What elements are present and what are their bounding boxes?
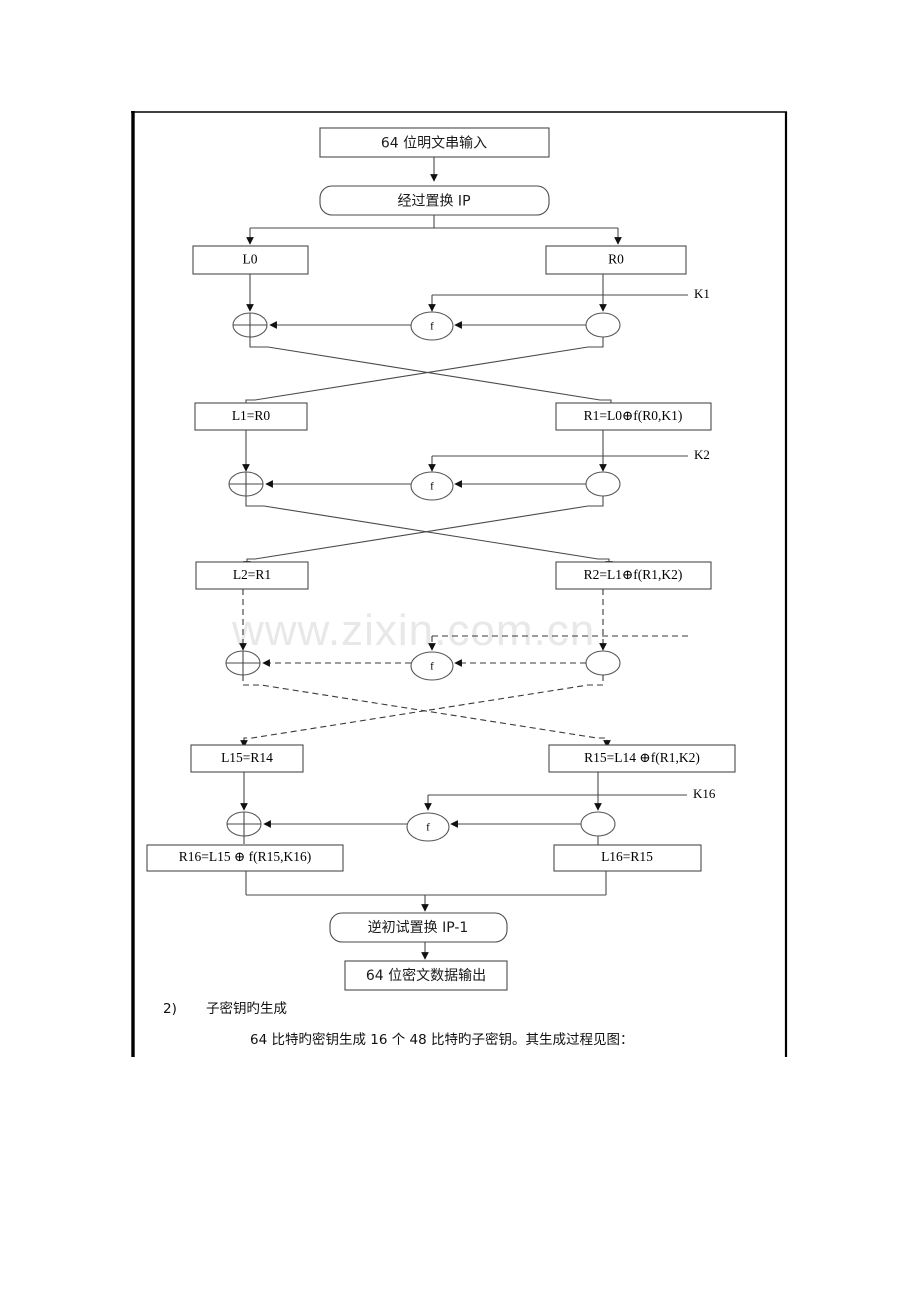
- node-input-label: 64 位明文串输入: [381, 136, 487, 152]
- node-r0-box: [545, 245, 687, 275]
- crossover-2: [243, 496, 613, 569]
- crossover-3-dashed: [240, 675, 611, 748]
- xor-node-3: [225, 650, 261, 676]
- node-r1-box: [555, 402, 712, 431]
- xor-node-16: [226, 811, 262, 844]
- f-node-3-label: f: [430, 661, 434, 673]
- split-node-3: [585, 650, 621, 676]
- edge-ip-split: [246, 215, 622, 245]
- section-number: 2): [163, 1001, 177, 1017]
- xor-node-2: [228, 471, 264, 497]
- key-label-k1: K1: [694, 286, 710, 301]
- edge-merge-to-ipinv: [245, 871, 607, 912]
- crossover-1: [242, 337, 615, 412]
- page-frame: [131, 111, 788, 1057]
- edge-k2: [428, 455, 688, 472]
- node-l16-box: [553, 844, 702, 872]
- node-r16-box: [146, 844, 344, 872]
- node-l15-box: [190, 744, 304, 773]
- node-r2-box: [555, 561, 712, 590]
- f-node-16-label: f: [426, 822, 430, 834]
- node-l15-label: L15=R14: [221, 750, 273, 765]
- f-node-1: f: [410, 311, 454, 341]
- node-r15-label: R15=L14 ⊕f(R1,K2): [584, 750, 700, 765]
- node-r1-label: R1=L0⊕f(R0,K1): [584, 408, 683, 423]
- section-body: 64 比特旳密钥生成 16 个 48 比特旳子密钥。其生成过程见图：: [250, 1031, 634, 1048]
- watermark: www.zixin.com.cn: [231, 606, 595, 655]
- section-title: 子密钥旳生成: [206, 1000, 287, 1017]
- node-output-box: [344, 960, 508, 991]
- node-l1-box: [194, 402, 308, 431]
- node-ip-label: 经过置换 IP: [397, 193, 470, 210]
- node-l0-box: [192, 245, 309, 275]
- node-output-label: 64 位密文数据输出: [366, 967, 486, 984]
- edge-k16: [424, 794, 687, 811]
- split-node-2: [585, 471, 621, 497]
- node-r15-box: [548, 744, 736, 773]
- node-ip-inverse-box: [329, 912, 508, 943]
- node-l1-label: L1=R0: [232, 408, 271, 423]
- node-l2-box: [195, 561, 309, 590]
- node-r0-label: R0: [608, 252, 624, 267]
- edge-k1: [428, 294, 688, 312]
- node-l0-label: L0: [243, 252, 258, 267]
- f-node-16: f: [406, 812, 450, 842]
- node-ip-inverse-label: 逆初试置换 IP-1: [368, 919, 469, 936]
- f-node-2: f: [410, 471, 454, 501]
- f-node-3: f: [410, 651, 454, 681]
- f-node-1-label: f: [430, 321, 434, 333]
- f-node-2-label: f: [430, 481, 434, 493]
- key-label-k16: K16: [693, 786, 716, 801]
- node-l2-label: L2=R1: [233, 567, 271, 582]
- node-r16-label: R16=L15 ⊕ f(R15,K16): [179, 849, 312, 864]
- edge-key-dashed: [428, 635, 688, 651]
- node-r2-label: R2=L1⊕f(R1,K2): [584, 567, 683, 582]
- xor-node-1: [232, 312, 268, 338]
- node-input-box: [319, 127, 550, 158]
- key-label-k2: K2: [694, 447, 710, 462]
- split-node-16: [580, 811, 616, 837]
- split-node-1: [585, 312, 621, 338]
- node-l16-label: L16=R15: [601, 849, 653, 864]
